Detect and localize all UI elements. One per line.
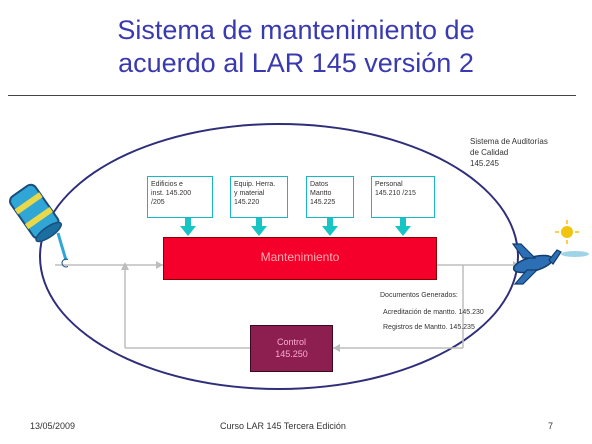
arrow-down-4	[395, 226, 411, 236]
arrow-down-1	[180, 226, 196, 236]
arrow-stem-1	[185, 218, 191, 227]
documents-item-2: Registros de Mantto. 145.235	[383, 324, 475, 331]
arrow-down-3	[322, 226, 338, 236]
arrow-stem-4	[400, 218, 406, 227]
footer-date: 13/05/2009	[30, 421, 76, 431]
footer-page-number: 7	[548, 421, 554, 431]
documents-heading: Documentos Generados:	[380, 292, 458, 299]
airplane-icon	[511, 220, 589, 285]
barrel-icon	[9, 183, 68, 268]
input-box-buildings: Edificios e inst. 145.200 /205	[147, 176, 213, 218]
control-box: Control 145.250	[250, 325, 333, 372]
arrow-down-2	[251, 226, 267, 236]
arrow-stem-3	[327, 218, 333, 227]
audit-system-label: Sistema de Auditorías de Calidad 145.245	[470, 137, 548, 168]
input-box-data: Datos Mantto 145.225	[306, 176, 354, 218]
slide-title: Sistema de mantenimiento de acuerdo al L…	[30, 14, 562, 80]
documents-item-1: Acreditación de mantto. 145.230	[383, 309, 484, 316]
footer-course: Curso LAR 145 Tercera Edición	[220, 421, 346, 431]
title-divider	[8, 95, 576, 96]
title-line-1: Sistema de mantenimiento de	[117, 15, 475, 45]
input-box-equipment: Equip. Herra. y material 145.220	[230, 176, 288, 218]
maintenance-box: Mantenimiento	[163, 237, 437, 280]
arrow-stem-2	[256, 218, 262, 227]
input-box-personnel: Personal 145.210 /215	[371, 176, 435, 218]
system-boundary-ellipse	[39, 123, 519, 390]
title-line-2: acuerdo al LAR 145 versión 2	[118, 48, 474, 78]
